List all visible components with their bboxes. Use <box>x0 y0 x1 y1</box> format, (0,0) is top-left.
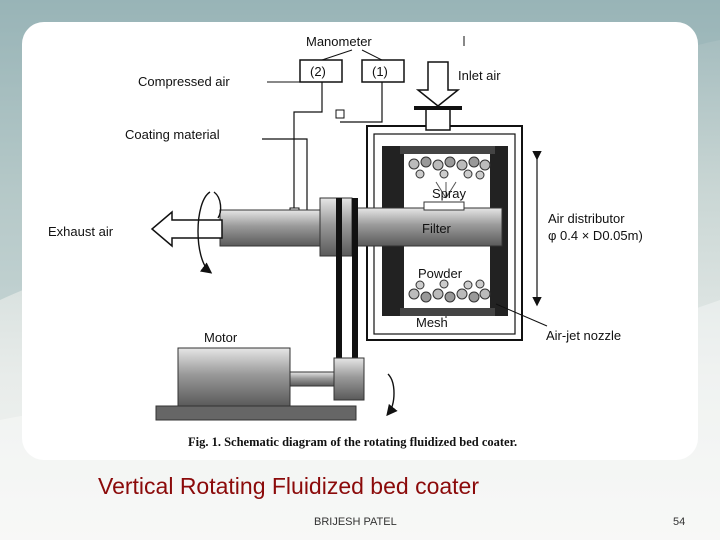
manometer-gauge-1: (1) <box>361 59 405 83</box>
mesh-label: Mesh <box>416 315 448 330</box>
exhaust-air-arrow <box>150 210 223 248</box>
exhaust-air-label: Exhaust air <box>48 224 114 239</box>
motor-label: Motor <box>204 330 238 345</box>
valve-square <box>335 109 345 119</box>
inlet-air-arrow <box>415 61 461 107</box>
compressed-air-label: Compressed air <box>138 74 230 89</box>
schematic-diagram: (2) (1) Manometer Compressed air Coating… <box>48 34 643 449</box>
air-jet-nozzle-label: Air-jet nozzle <box>546 328 621 343</box>
figure-caption: Fig. 1. Schematic diagram of the rotatin… <box>188 435 517 449</box>
drive-belt <box>336 198 342 370</box>
motor-body <box>155 347 365 421</box>
particle-bed-bottom <box>408 279 491 303</box>
particle-bed-top <box>408 156 491 180</box>
gauge-2-line <box>293 82 323 212</box>
rotation-arrow-left <box>197 191 213 274</box>
air-distributor-label: Air distributor <box>548 211 625 226</box>
page-number: 54 <box>673 516 686 528</box>
manometer-gauge-2: (2) <box>299 59 343 83</box>
spray-cone <box>435 181 457 199</box>
gauge-1-label: (1) <box>372 64 388 79</box>
spray-label: Spray <box>432 186 466 201</box>
inlet-air-label: Inlet air <box>458 68 501 83</box>
powder-label: Powder <box>418 266 463 281</box>
filter-label: Filter <box>422 221 452 236</box>
slide-title: Vertical Rotating Fluidized bed coater <box>98 473 479 499</box>
gauge-1-line <box>340 82 383 123</box>
footer-author: BRIJESH PATEL <box>314 516 397 528</box>
air-distributor-dims: φ 0.4 × D0.05m) <box>548 228 643 243</box>
coating-material-label: Coating material <box>125 127 220 142</box>
manometer-label: Manometer <box>306 34 372 49</box>
rotation-arrow-motor <box>386 373 398 417</box>
gauge-2-label: (2) <box>310 64 326 79</box>
